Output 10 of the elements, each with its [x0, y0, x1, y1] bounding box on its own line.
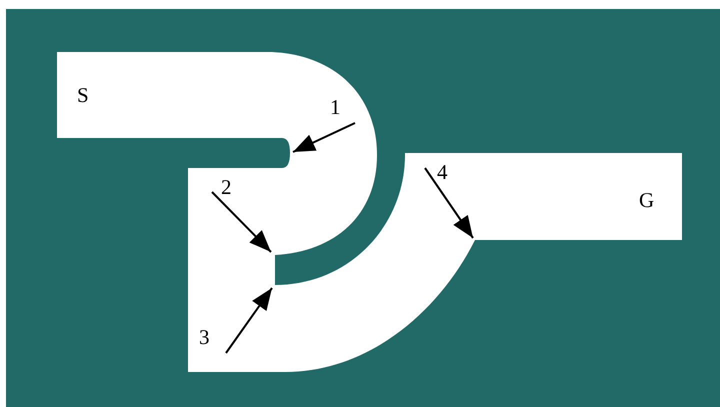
leader-arrow	[211, 191, 272, 253]
leader-arrow	[225, 287, 273, 354]
callout-number: 4	[437, 162, 448, 183]
callout-number: 1	[330, 97, 340, 118]
leader-arrow	[292, 122, 356, 153]
leader-arrow	[424, 167, 474, 239]
callout-number: 3	[199, 327, 210, 348]
region-label: G	[639, 190, 654, 211]
region-label: S	[77, 85, 89, 106]
callout-number: 2	[221, 177, 232, 198]
